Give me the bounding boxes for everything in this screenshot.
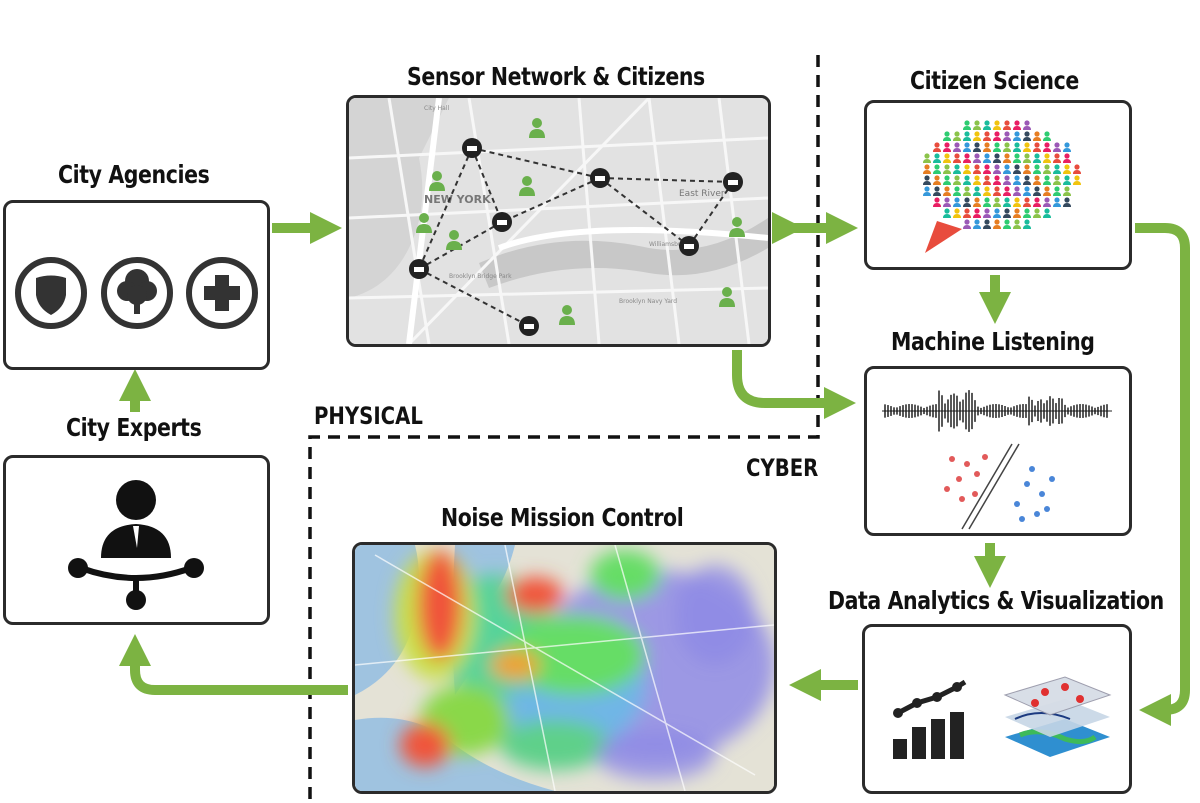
city-experts-title: City Experts	[66, 413, 202, 442]
plus-icon	[186, 257, 258, 329]
machine-listening-visual	[882, 390, 1112, 530]
city-agencies-box[interactable]	[3, 200, 270, 370]
data-analytics-title: Data Analytics & Visualization	[828, 586, 1164, 615]
map-layers-icon	[1003, 676, 1112, 757]
city-agencies-title: City Agencies	[58, 160, 210, 189]
map-label-east-river: East River	[679, 189, 725, 199]
map-label-city-hall: City Hall	[424, 105, 450, 112]
network-person-icon	[68, 480, 204, 610]
tree-icon	[101, 257, 173, 329]
waveform	[884, 390, 1108, 432]
bar-chart-icon	[893, 679, 967, 759]
citizen-science-box[interactable]	[864, 100, 1132, 270]
map-label-williamsburg: Williamsburg	[649, 241, 688, 248]
physical-label: PHYSICAL	[314, 402, 423, 430]
cyber-label: CYBER	[746, 454, 819, 482]
agency-icons	[15, 257, 258, 329]
arrow-sensors-to-listening	[732, 350, 857, 420]
map-label-navy-yard: Brooklyn Navy Yard	[619, 298, 677, 305]
map-label-bridge-park: Brooklyn Bridge Park	[449, 273, 512, 280]
noise-mission-control-box[interactable]	[352, 542, 777, 794]
data-analytics-box[interactable]	[862, 624, 1132, 794]
analytics-visual	[893, 676, 1112, 759]
machine-listening-box[interactable]	[864, 366, 1132, 536]
noise-mission-control-title: Noise Mission Control	[441, 503, 684, 532]
noise-heatmap	[355, 545, 774, 791]
physical-cyber-boundary	[308, 55, 820, 800]
arrow-control-to-experts	[118, 633, 348, 695]
person-icon	[416, 118, 745, 325]
speech-bubble-people	[923, 120, 1081, 253]
map-label-new-york: NEW YORK	[424, 193, 491, 206]
arrow-citizen-to-analytics	[1135, 223, 1190, 727]
machine-listening-title: Machine Listening	[891, 327, 1095, 356]
sensor-network-box[interactable]: NEW YORK East River Brooklyn Bridge Park…	[346, 95, 771, 347]
sensor-network-title: Sensor Network & Citizens	[407, 62, 705, 91]
citizen-science-title: Citizen Science	[910, 66, 1079, 95]
sensor-map: NEW YORK East River Brooklyn Bridge Park…	[349, 98, 768, 344]
city-experts-box[interactable]	[3, 455, 270, 625]
classifier-scatter	[944, 454, 1055, 522]
shield-icon	[15, 257, 87, 329]
